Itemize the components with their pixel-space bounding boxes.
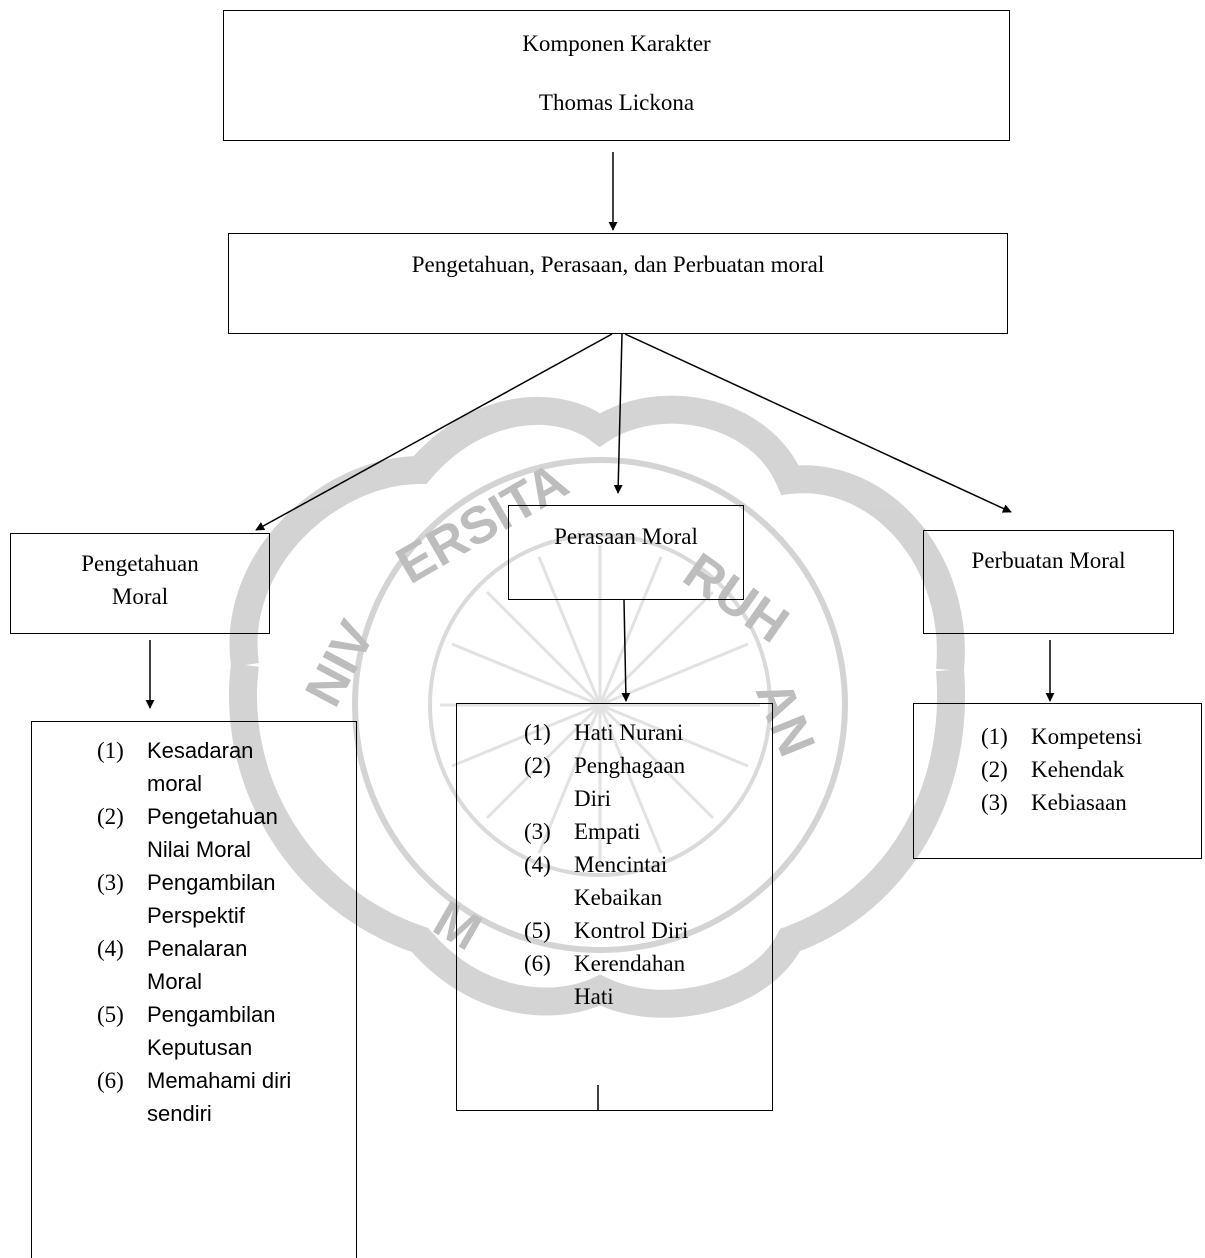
arrow-middle-to-knowing	[255, 333, 613, 531]
list-item: (1) Hati Nurani	[524, 716, 772, 749]
list-item-text: Kebiasaan	[1031, 790, 1127, 815]
list-item-text-cont: Moral	[147, 969, 203, 994]
list-item-number: (3)	[981, 790, 1008, 815]
list-item-text: Mencintai	[574, 852, 668, 877]
action-title-box: Perbuatan Moral	[923, 530, 1174, 634]
list-item-number: (6)	[97, 1068, 124, 1093]
list-item: (5) Kontrol Diri	[524, 914, 772, 947]
list-item: (6) Memahami diri sendiri	[97, 1064, 356, 1130]
list-item-number: (6)	[524, 951, 551, 976]
top-box: Komponen Karakter Thomas Lickona	[223, 10, 1010, 141]
arrow-feeling-to-list	[621, 599, 631, 702]
list-item: (2) Kehendak	[981, 753, 1201, 786]
list-item-text: Kesadaran	[147, 738, 254, 763]
action-list: (1) Kompetensi (2) Kehendak (3) Kebiasaa…	[981, 720, 1201, 819]
list-item-text: Pengambilan	[147, 870, 276, 895]
list-item-number: (3)	[524, 819, 551, 844]
arrow-middle-to-feeling	[613, 333, 623, 494]
knowing-title-line2: Moral	[111, 584, 169, 609]
action-title: Perbuatan Moral	[971, 548, 1126, 573]
list-item-text: Kerendahan	[574, 951, 686, 976]
knowing-title-line1: Pengetahuan	[81, 551, 199, 576]
list-item-text-cont: Nilai Moral	[147, 837, 251, 862]
list-item-number: (1)	[524, 720, 551, 745]
list-item-number: (4)	[97, 936, 124, 961]
list-item-text-cont: Kebaikan	[574, 885, 663, 910]
knowing-title-box: Pengetahuan Moral	[10, 533, 270, 634]
action-list-box: (1) Kompetensi (2) Kehendak (3) Kebiasaa…	[913, 703, 1202, 859]
feeling-title: Perasaan Moral	[554, 524, 698, 549]
list-item-text: Memahami diri	[147, 1068, 292, 1093]
list-item-text-cont: moral	[147, 771, 203, 796]
list-item-text-cont: Perspektif	[147, 903, 245, 928]
middle-box: Pengetahuan, Perasaan, dan Perbuatan mor…	[228, 233, 1008, 334]
list-item-number: (4)	[524, 852, 551, 877]
list-item-text: Penalaran	[147, 936, 248, 961]
feeling-title-box: Perasaan Moral	[508, 505, 744, 600]
list-item-text-cont: Diri	[574, 786, 612, 811]
list-item: (1) Kesadaran moral	[97, 734, 356, 800]
list-item-text: Kompetensi	[1031, 724, 1143, 749]
list-item-text: Empati	[574, 819, 641, 844]
list-item-text: Kehendak	[1031, 757, 1125, 782]
list-item-text-cont: Keputusan	[147, 1035, 253, 1060]
list-item-number: (2)	[981, 757, 1008, 782]
list-item: (3) Kebiasaan	[981, 786, 1201, 819]
list-item-text: Pengetahuan	[147, 804, 278, 829]
list-item: (1) Kompetensi	[981, 720, 1201, 753]
top-box-title: Komponen Karakter	[522, 31, 711, 56]
list-item-text: Pengambilan	[147, 1002, 276, 1027]
arrow-middle-to-action	[624, 333, 1012, 513]
list-item-number: (3)	[97, 870, 124, 895]
list-item-number: (5)	[97, 1002, 124, 1027]
list-item-text-cont: sendiri	[147, 1101, 212, 1126]
list-item-text: Kontrol Diri	[574, 918, 689, 943]
list-item-number: (2)	[524, 753, 551, 778]
list-item-number: (5)	[524, 918, 551, 943]
list-item-text: Penghagaan	[574, 753, 686, 778]
list-item: (3) Empati	[524, 815, 772, 848]
top-box-subtitle: Thomas Lickona	[538, 90, 695, 115]
list-item-number: (2)	[97, 804, 124, 829]
middle-box-label: Pengetahuan, Perasaan, dan Perbuatan mor…	[411, 252, 825, 277]
list-item-number: (1)	[97, 738, 124, 763]
list-item-text: Hati Nurani	[574, 720, 684, 745]
list-item-text-cont: Hati	[574, 984, 614, 1009]
list-item-number: (1)	[981, 724, 1008, 749]
